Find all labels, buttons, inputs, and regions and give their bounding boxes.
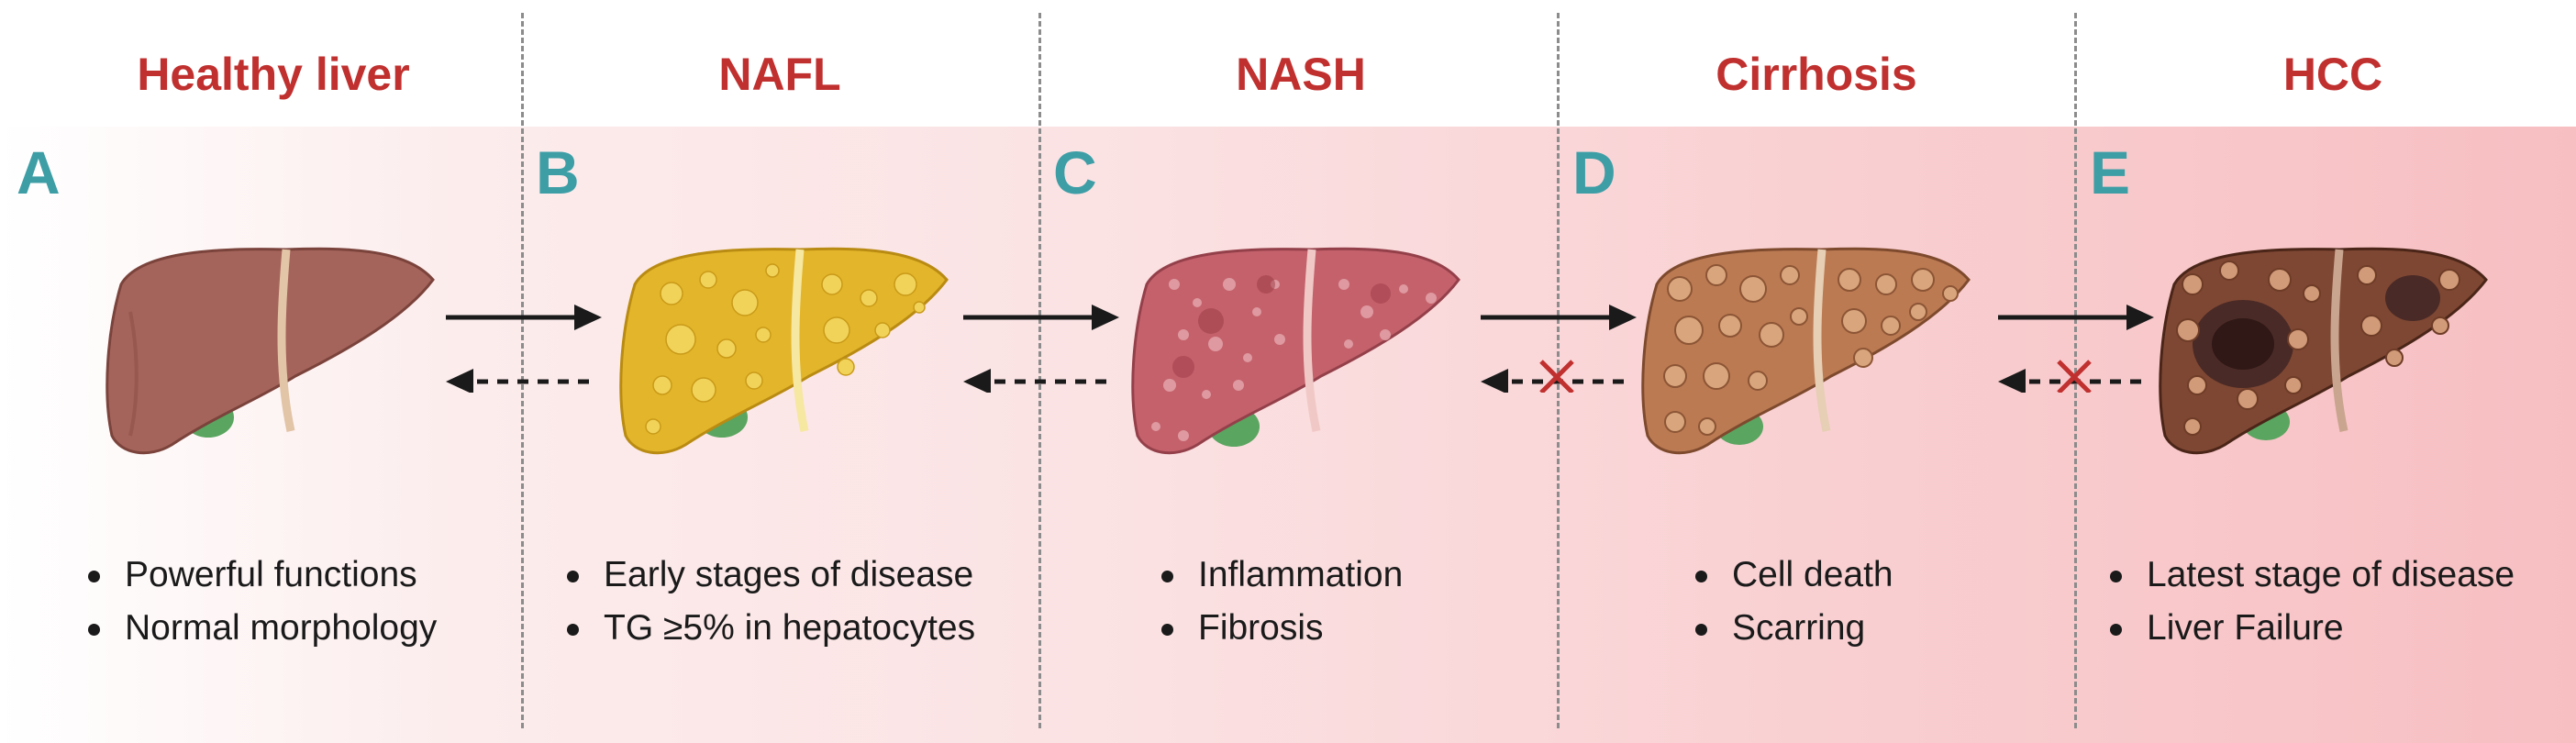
stage-letter-c: C bbox=[1053, 139, 1097, 206]
stage-title-nafl: NAFL bbox=[718, 49, 841, 100]
stage-letter-b: B bbox=[536, 139, 580, 206]
nafl-liver-illustration bbox=[616, 229, 956, 468]
transition-arrows-d-e bbox=[1998, 305, 2154, 393]
blocked-x-icon bbox=[1539, 360, 1574, 393]
transition-arrows-b-c bbox=[963, 305, 1119, 393]
hcc-liver-illustration bbox=[2156, 229, 2495, 468]
cirrhosis-liver-illustration bbox=[1638, 229, 1978, 468]
bullet-item: Powerful functions bbox=[84, 549, 437, 602]
nash-bullets: Inflammation Fibrosis bbox=[1158, 549, 1403, 655]
stage-title-hcc: HCC bbox=[2282, 49, 2383, 100]
healthy-liver-illustration bbox=[103, 229, 442, 468]
bullet-item: Cell death bbox=[1692, 549, 1893, 602]
stage-letter-d: D bbox=[1572, 139, 1616, 206]
transition-arrows-a-b bbox=[446, 305, 602, 393]
stage-divider bbox=[2074, 13, 2077, 728]
background-band bbox=[0, 127, 2576, 743]
stage-divider bbox=[1557, 13, 1560, 728]
bullet-item: Early stages of disease bbox=[563, 549, 975, 602]
bullet-item: Liver Failure bbox=[2106, 602, 2515, 655]
bullet-item: Scarring bbox=[1692, 602, 1893, 655]
cirrhosis-bullets: Cell death Scarring bbox=[1692, 549, 1893, 655]
nafl-bullets: Early stages of disease TG ≥5% in hepato… bbox=[563, 549, 975, 655]
healthy-liver-bullets: Powerful functions Normal morphology bbox=[84, 549, 437, 655]
transition-arrows-c-d bbox=[1481, 305, 1637, 393]
stage-title-cirrhosis: Cirrhosis bbox=[1715, 49, 1917, 100]
stage-title-healthy-liver: Healthy liver bbox=[137, 49, 410, 100]
hcc-bullets: Latest stage of disease Liver Failure bbox=[2106, 549, 2515, 655]
bullet-item: Fibrosis bbox=[1158, 602, 1403, 655]
bullet-item: Normal morphology bbox=[84, 602, 437, 655]
stage-title-nash: NASH bbox=[1236, 49, 1366, 100]
bullet-item: TG ≥5% in hepatocytes bbox=[563, 602, 975, 655]
stage-letter-a: A bbox=[17, 139, 61, 206]
stage-divider bbox=[1038, 13, 1041, 728]
stage-letter-e: E bbox=[2090, 139, 2131, 206]
nash-liver-illustration bbox=[1128, 229, 1468, 468]
bullet-item: Inflammation bbox=[1158, 549, 1403, 602]
bullet-item: Latest stage of disease bbox=[2106, 549, 2515, 602]
blocked-x-icon bbox=[2057, 360, 2092, 393]
stage-divider bbox=[521, 13, 524, 728]
